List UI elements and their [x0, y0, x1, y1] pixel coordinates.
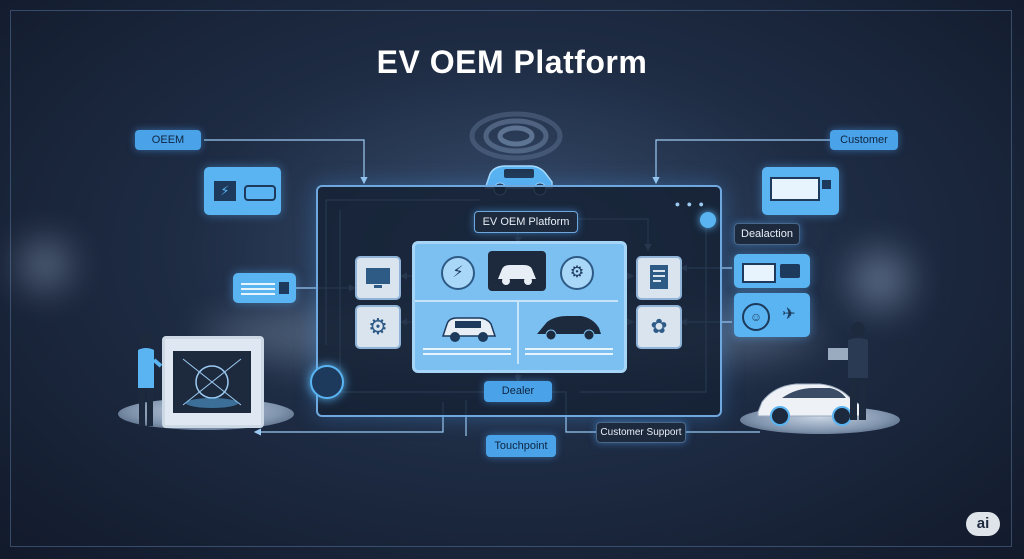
status-dot: [700, 212, 716, 228]
customer-support-label[interactable]: Customer Support: [596, 422, 686, 443]
customer-label[interactable]: Customer: [830, 130, 898, 150]
laptop-icon: [828, 348, 848, 360]
monitor-icon: [770, 177, 820, 201]
camera-icon: [780, 264, 800, 278]
window-dots: ● ● ●: [674, 199, 706, 209]
bokeh-left: [20, 240, 70, 290]
grid-icon: [279, 282, 289, 294]
monitor-icon[interactable]: [355, 256, 401, 300]
car-icon: [441, 317, 497, 342]
image-icon: [822, 180, 831, 189]
document-icon[interactable]: [636, 256, 682, 300]
oem-info-card: ⚡: [204, 167, 281, 215]
platform-label[interactable]: EV OEM Platform: [474, 211, 578, 233]
ai-badge: ai: [966, 512, 1000, 536]
text-lines: [525, 348, 613, 350]
robot-icon: ☺: [742, 303, 770, 331]
person-icon: [138, 332, 162, 426]
gear-icon: ⚙: [560, 256, 594, 290]
screen-content: [173, 351, 251, 413]
dealaction-card: [734, 254, 810, 288]
car-icon: [537, 316, 601, 341]
data-card: [233, 273, 296, 303]
display-screen: [162, 336, 264, 428]
connector-node: [310, 365, 344, 399]
dealaction-label[interactable]: Dealaction: [734, 223, 800, 245]
central-dashboard: ⚡ ⚙: [412, 241, 627, 373]
divider: [415, 300, 618, 302]
customer-info-card: [762, 167, 839, 215]
car-icon: [488, 251, 546, 291]
lightning-icon: ⚡: [441, 256, 475, 290]
text-lines: [241, 283, 275, 285]
touchpoint-label[interactable]: Touchpoint: [486, 435, 556, 457]
robot-card: ☺ ✈: [734, 293, 810, 337]
car-icon: [244, 185, 276, 201]
gear-icon[interactable]: ⚙: [355, 305, 401, 349]
page-title: EV OEM Platform: [376, 44, 648, 80]
compass-icon: [182, 358, 242, 408]
document-icon: [742, 263, 776, 283]
settings-icon[interactable]: ✿: [636, 305, 682, 349]
bokeh-right: [850, 250, 910, 310]
divider-vertical: [517, 302, 519, 364]
rocket-icon: ✈: [782, 306, 796, 323]
text-lines: [423, 348, 511, 350]
dealer-label[interactable]: Dealer: [484, 381, 552, 402]
lightning-icon: ⚡: [214, 181, 236, 201]
person-icon: [828, 322, 868, 420]
outer-frame: [10, 10, 1012, 547]
wifi-signal-icon: [469, 111, 563, 161]
oem-label[interactable]: OEEM: [135, 130, 201, 150]
